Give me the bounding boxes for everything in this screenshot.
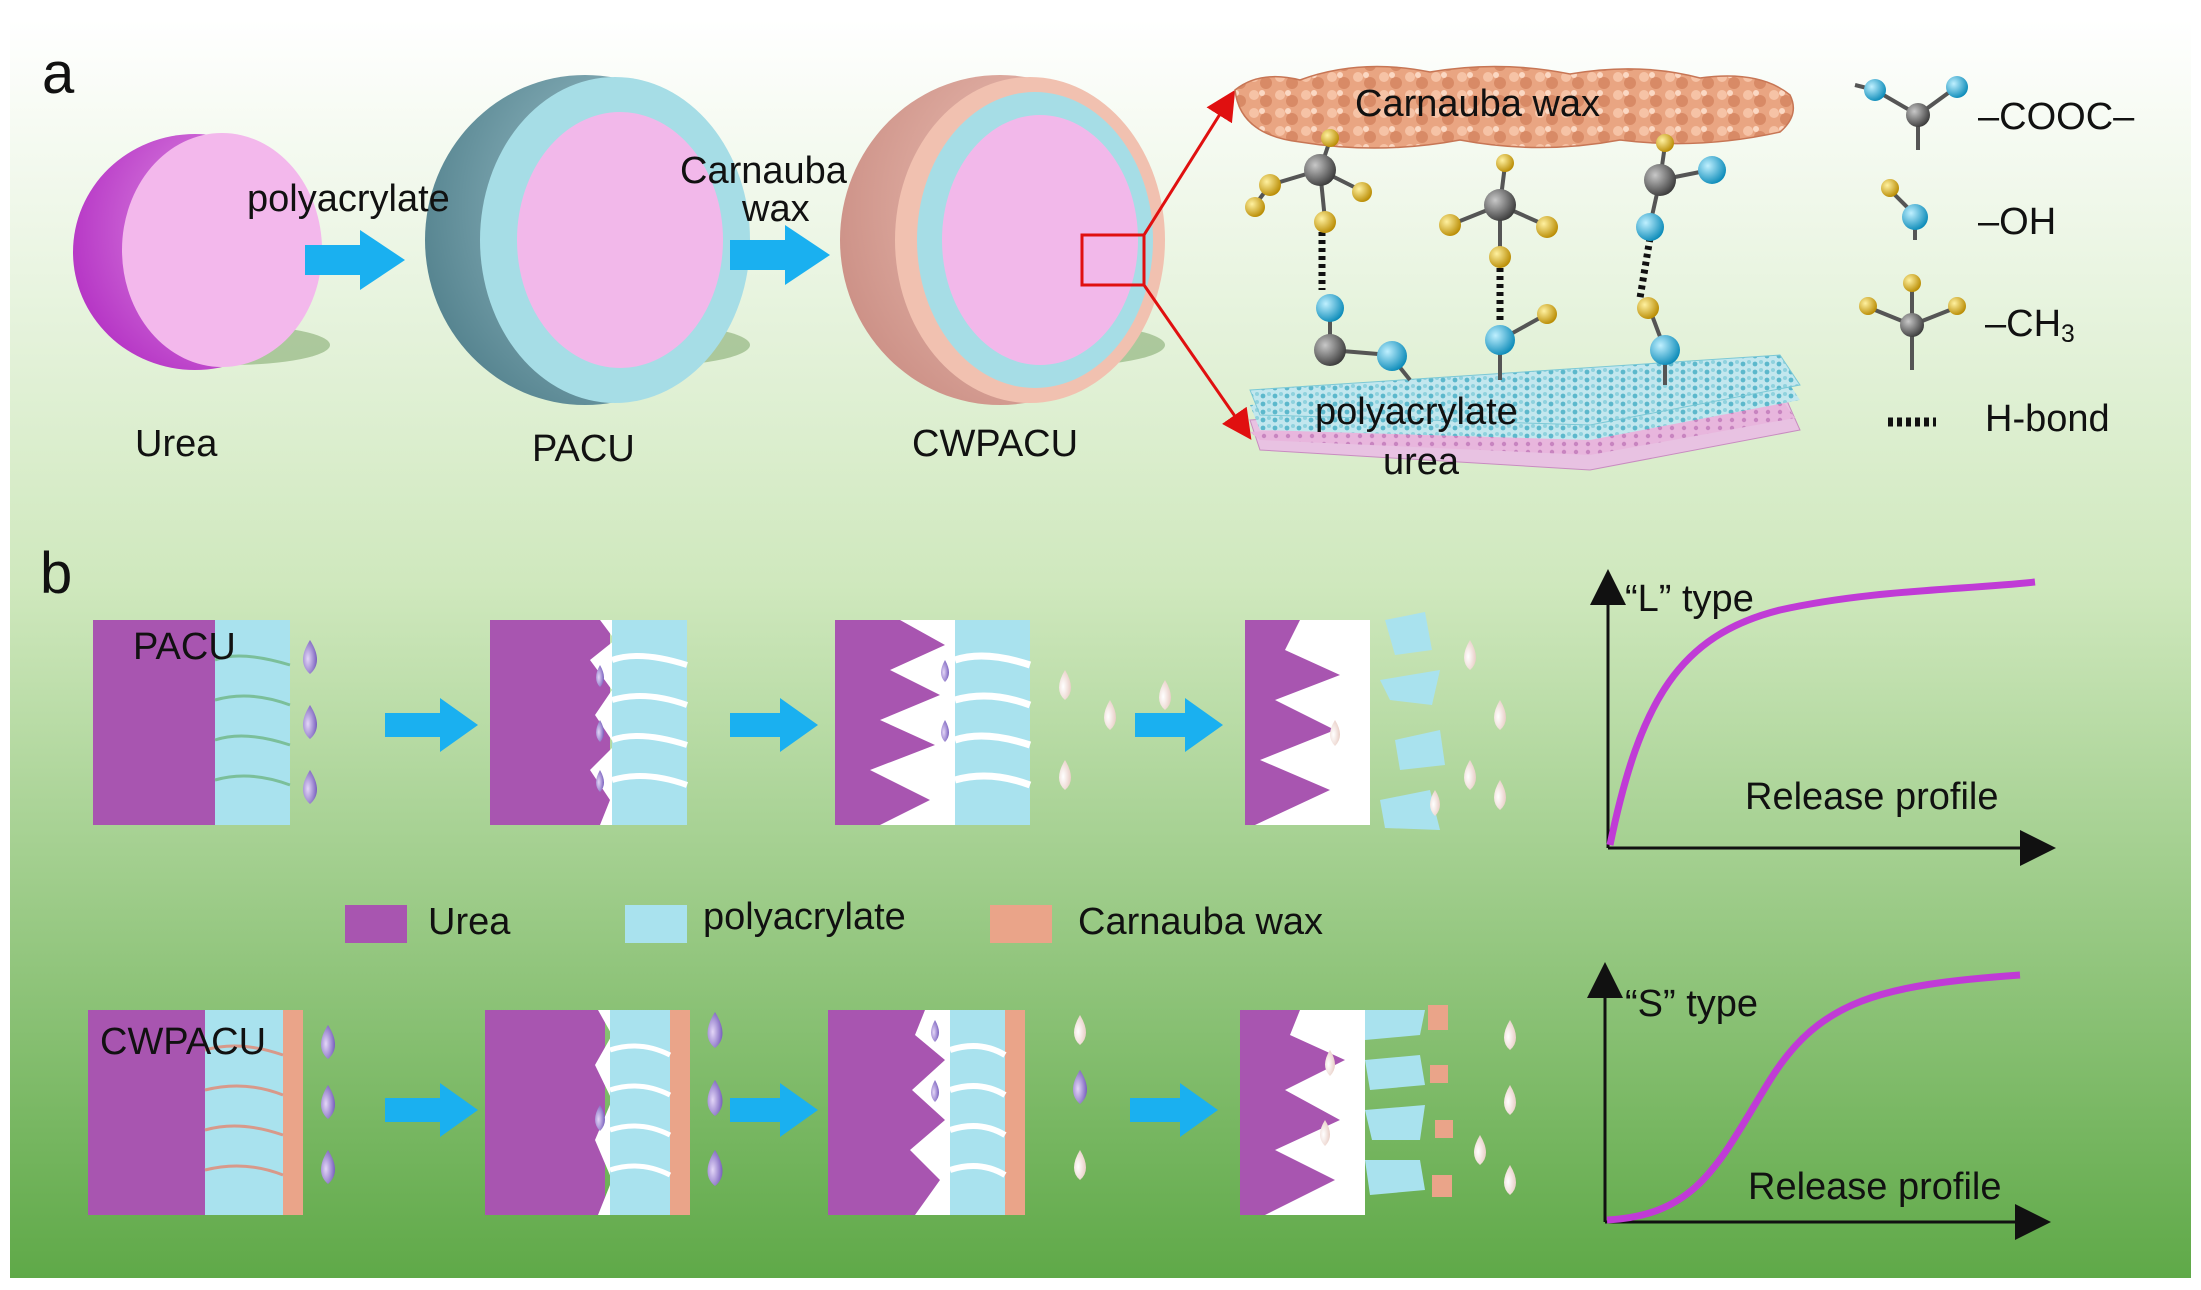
row2-label: CWPACU [100,1021,267,1063]
hbond-links [1318,232,1654,322]
zoom-line-bottom [1142,284,1252,440]
panel-letter-b: b [40,541,73,606]
key-oh-glyph [1881,179,1928,240]
legend-wax-swatch [990,905,1052,943]
legend-urea-swatch [345,905,407,943]
pacu-stage-3 [835,620,1032,825]
key-hbond-label: H-bond [1985,398,2110,440]
wax-layer [1234,65,1795,149]
curve-s-xlabel: Release profile [1748,1166,2002,1208]
curve-s-axes [1587,962,2051,1240]
legend-polyacrylate-label: polyacrylate [703,896,906,938]
legend-urea-label: Urea [428,901,511,943]
curve-l-xlabel: Release profile [1745,776,1999,818]
zoom-urea-label: urea [1383,441,1460,483]
urea-label: Urea [135,423,218,465]
row1-arrows [385,698,1223,752]
step-arrow-2 [730,225,830,285]
arrow2-label-line2: wax [742,188,810,230]
water-droplets-purple [303,640,1087,1186]
urea-droplets-white [1059,640,1516,1195]
key-cooc-label: –COOC– [1978,96,2135,138]
row1-label: PACU [133,626,236,668]
cwpacu-stage-1 [88,1010,303,1215]
polyacrylate-urea-layers [1249,354,1801,471]
urea-hemisphere [73,133,330,370]
pacu-stage-1 [93,620,291,825]
legend-wax-label: Carnauba wax [1078,901,1324,943]
cwpacu-stage-3 [828,1010,1025,1215]
arrow1-label: polyacrylate [247,178,450,220]
key-ch3-glyph [1859,274,1966,370]
cwpacu-hemisphere [840,75,1165,405]
curve-l-line [1606,578,2036,846]
zoom-line-top [1142,89,1236,236]
cwpacu-stage-2 [485,1010,690,1215]
key-oh-label: –OH [1978,201,2057,243]
key-ch3-label: –CH3 [1985,303,2075,349]
curve-s-line [1606,971,2021,1224]
cwpacu-label: CWPACU [912,423,1079,465]
legend-polyacrylate-swatch [625,905,687,943]
cwpacu-stage-4 [1240,1005,1453,1215]
arrow2-label-line1: Carnauba [680,150,847,192]
pacu-hemisphere [425,75,750,405]
zoom-wax-label: Carnauba wax [1355,83,1601,125]
zoom-box [1080,233,1146,287]
curve-l-type-label: “L” type [1625,578,1754,620]
pacu-stage-4 [1245,612,1445,830]
pacu-stage-2 [490,620,689,825]
zoom-polyacrylate-label: polyacrylate [1315,391,1518,433]
curve-s-type-label: “S” type [1625,983,1759,1025]
panel-letter-a: a [42,41,75,106]
pacu-label: PACU [532,428,635,470]
key-cooc-glyph [1854,76,1968,150]
step-arrow-1 [305,230,405,290]
row2-arrows [385,1083,1218,1137]
molecule-atoms [1245,129,1726,371]
curve-l-axes [1590,569,2056,866]
